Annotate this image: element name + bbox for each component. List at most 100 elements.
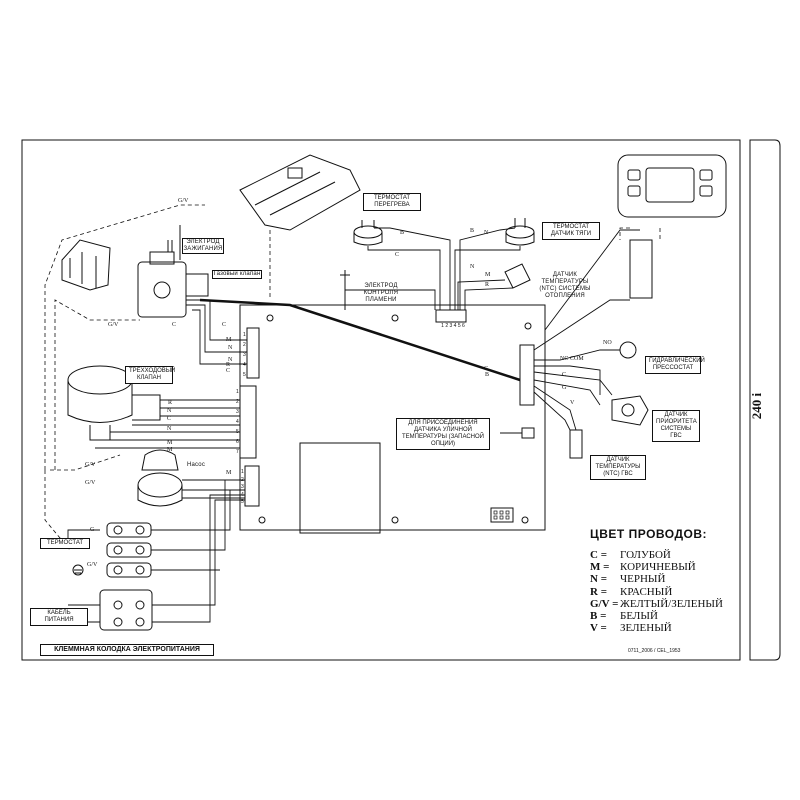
wire-code-label: M (226, 337, 232, 343)
connector-top-numbers: 1 2 3 4 5 6 (441, 323, 465, 329)
label-room-thermostat: ТЕРМОСТАТ (40, 538, 90, 549)
label-power-cable: КАБЕЛЬ ПИТАНИЯ (30, 608, 88, 626)
legend-row: M = КОРИЧНЕВЫЙ (590, 561, 696, 573)
label-hydraulic-pressostat: ГИДРАВЛИЧЕСКИЙ ПРЕССОСТАТ (645, 356, 705, 374)
label-dhw-ntc: ДАТЧИК ТЕМПЕРАТУРЫ (NTC) ГВС (590, 455, 646, 480)
legend-code: M = (590, 561, 610, 574)
board-hole (258, 516, 266, 524)
wire-code-label: COM (570, 356, 584, 362)
wire-code-label: B (400, 230, 405, 236)
legend-title: ЦВЕТ ПРОВОДОВ: (590, 527, 707, 541)
wire-code-label: C (562, 372, 567, 378)
legend-meaning: ЧЕРНЫЙ (620, 573, 666, 586)
wire-code-label: R (168, 400, 173, 406)
wire-code-label: N (228, 357, 233, 363)
header-6pin (490, 507, 514, 523)
label-ignition-electrode: ЭЛЕКТРОД ЗАЖИГАНИЯ (182, 238, 224, 254)
gas-valve-body (137, 261, 187, 318)
wire-code-label: G/V (85, 462, 96, 468)
pin-number: 2 (236, 399, 239, 405)
connector-c (244, 465, 260, 507)
label-pump: Насос (186, 462, 206, 468)
label-ntc-heating: ДАТЧИК ТЕМПЕРАТУРЫ (NTC) СИСТЕМЫ ОТОПЛЕН… (539, 272, 591, 299)
legend-code: G/V = (590, 597, 619, 610)
label-thermostat-overheat: ТЕРМОСТАТ ПЕРЕГРЕВА (363, 193, 421, 211)
legend-code: B = (590, 610, 607, 622)
pin-number: 4 (243, 362, 246, 368)
pin-number: 7 (236, 449, 239, 455)
wire-code-label: NC (560, 356, 569, 362)
wire-code-label: C (226, 368, 231, 374)
board-hole (266, 314, 274, 322)
legend-meaning: ЖЕЛТЫЙ/ЗЕЛЕНЫЙ (620, 597, 723, 610)
wire-code-label: G/V (85, 480, 96, 486)
pin-number: 4 (236, 419, 239, 425)
legend-row: R = КРАСНЫЙ (590, 586, 672, 598)
wire-code-label: N (167, 426, 172, 432)
pin-number: 2 (243, 342, 246, 348)
wire-code-label: B (485, 372, 490, 378)
wire-code-label: M (167, 447, 173, 453)
wire-code-label: G (562, 385, 567, 391)
legend-meaning: КОРИЧНЕВЫЙ (620, 561, 696, 574)
pin-number: 5 (241, 499, 244, 505)
legend-code: N = (590, 573, 607, 586)
wire-code-label: M (485, 272, 491, 278)
board-hole (391, 516, 399, 524)
legend-meaning: КРАСНЫЙ (620, 585, 673, 598)
legend-row: C = ГОЛУБОЙ (590, 549, 671, 561)
label-outdoor-sensor: ДЛЯ ПРИСОЕДИНЕНИЯ ДАТЧИКА УЛИЧНОЙ ТЕМПЕР… (396, 418, 490, 450)
wire-code-label: G/V (178, 198, 189, 204)
label-three-way-valve: ТРЕХХОДОВЫЙ КЛАПАН (125, 366, 175, 384)
pin-number: 3 (243, 352, 246, 358)
outer-frame (21, 139, 741, 661)
wire-code-label: C (222, 322, 227, 328)
legend-meaning: ЗЕЛЕНЫЙ (620, 622, 672, 635)
wire-code-label: N (228, 345, 233, 351)
wire-code-label: C (167, 416, 172, 422)
connector-top (435, 309, 467, 323)
connector-a (246, 327, 260, 379)
label-priority-sensor: ДАТЧИК ПРИОРИТЕТА СИСТЕМЫ ГВС (652, 410, 700, 442)
legend-row: N = ЧЕРНЫЙ (590, 573, 665, 585)
pin-number: 1 (241, 469, 244, 475)
legend-row: G/V =ЖЕЛТЫЙ/ЗЕЛЕНЫЙ (590, 598, 723, 610)
wire-code-label: M (226, 470, 232, 476)
legend-meaning: ГОЛУБОЙ (620, 549, 671, 561)
wire-code-label: N (167, 408, 172, 414)
wire-code-label: B (470, 228, 475, 234)
legend-row: V = ЗЕЛЕНЫЙ (590, 622, 672, 634)
wire-code-label: M (167, 440, 173, 446)
connector-b (239, 385, 257, 459)
terminal-block-caption: КЛЕММНАЯ КОЛОДКА ЭЛЕКТРОПИТАНИЯ (40, 644, 214, 656)
model-label: 240 i (749, 392, 765, 420)
pin-number: 1 (236, 389, 239, 395)
label-flame-electrode: ЭЛЕКТРОД КОНТРОЛЯ ПЛАМЕНИ (363, 283, 399, 303)
pin-number: 2 (241, 476, 244, 483)
wire-code-label: C (172, 322, 177, 328)
pin-number: 6 (236, 439, 239, 445)
wire-code-label: N (470, 264, 475, 270)
wire-code-label: N (484, 230, 489, 236)
label-gas-valve: Газовый клапан (212, 270, 262, 279)
transformer-block (299, 442, 381, 534)
pin-number: 3 (241, 484, 244, 490)
board-hole (521, 516, 529, 524)
legend-code: V = (590, 622, 607, 635)
legend-code: R = (590, 585, 607, 598)
legend-row: B =БЕЛЫЙ (590, 610, 658, 622)
wire-code-label: NO (603, 340, 612, 346)
document-reference: 0711_2006 / CEL_1953 (628, 648, 681, 654)
legend-code: C = (590, 549, 607, 561)
pin-number: 4 (241, 491, 244, 498)
label-thermostat-exhaust: ТЕРМОСТАТ ДАТЧИК ТЯГИ (542, 222, 600, 240)
pin-number: 5 (236, 429, 239, 435)
pin-number: 3 (236, 409, 239, 415)
outdoor-jumper (521, 427, 535, 439)
pin-number: 1 (243, 332, 246, 338)
side-tab (749, 139, 781, 661)
board-hole (524, 322, 532, 330)
wire-code-label: C (484, 366, 489, 372)
